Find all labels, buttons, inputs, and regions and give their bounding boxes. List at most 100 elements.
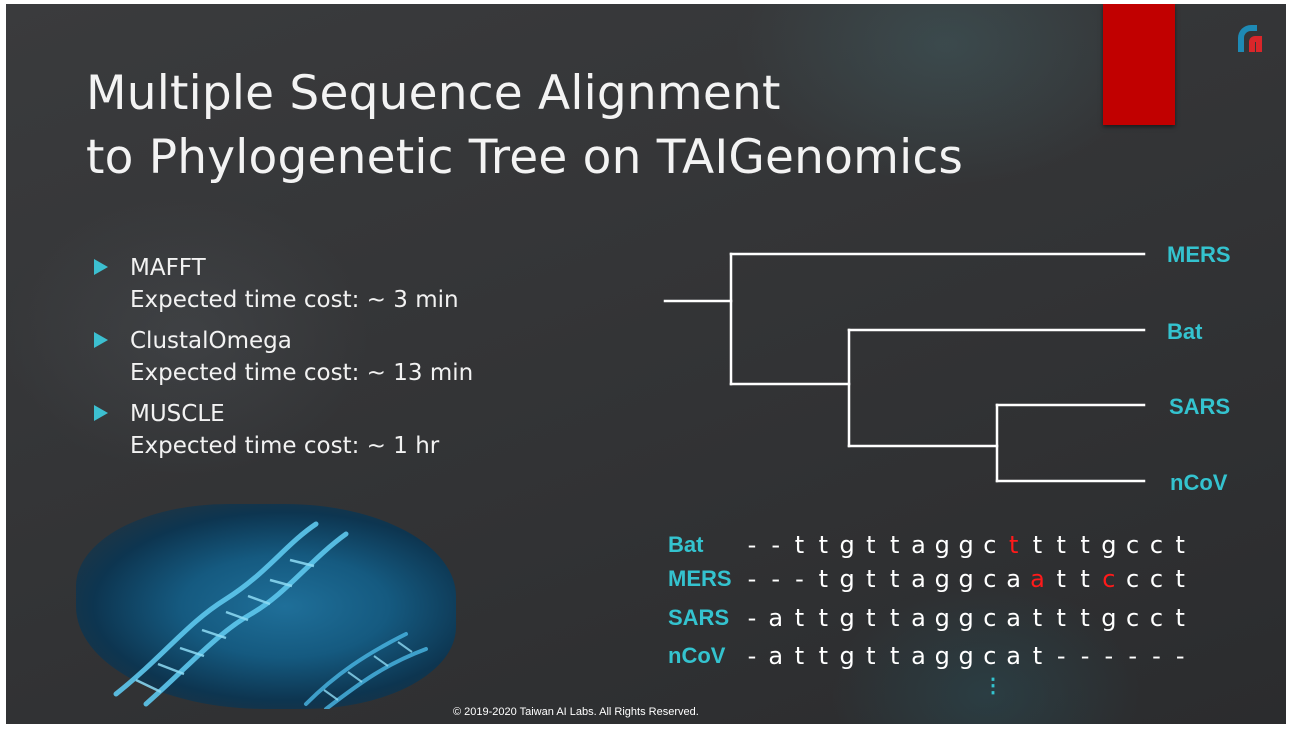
- tool-time: Expected time cost: ~ 1 hr: [130, 433, 440, 459]
- sequence-base: t: [1080, 604, 1090, 632]
- dna-image: [76, 504, 456, 711]
- red-tab-decoration: [1103, 4, 1175, 125]
- sequence-base: g: [934, 604, 950, 632]
- sequence-base: a: [768, 604, 784, 632]
- sequence-base: -: [1152, 642, 1161, 670]
- sequence-base: c: [983, 642, 997, 670]
- sequence-base: g: [839, 642, 855, 670]
- alignment-label: Bat: [668, 532, 704, 557]
- bullet-arrow-icon: [94, 405, 108, 421]
- mismatch-base: t: [1008, 531, 1019, 559]
- alignment-label: MERS: [668, 566, 732, 591]
- bullet-arrow-icon: [94, 259, 108, 275]
- sequence-base: -: [1128, 642, 1137, 670]
- sequence-base: -: [1056, 642, 1066, 670]
- sequence-base: c: [1126, 531, 1140, 559]
- sequence-base: g: [839, 604, 855, 632]
- sequence-base: -: [747, 642, 757, 670]
- bullet-arrow-icon: [94, 332, 108, 348]
- sequence-base: a: [911, 642, 926, 670]
- tree-leaf-mers: MERS: [1167, 242, 1231, 267]
- sequence-base: t: [1032, 604, 1043, 632]
- sequence-base: t: [889, 565, 900, 593]
- sequence-base: g: [934, 531, 950, 559]
- sequence-base: t: [1056, 604, 1066, 632]
- sequence-base: g: [839, 531, 855, 559]
- sequence-base: t: [866, 565, 876, 593]
- sequence-base: t: [1175, 604, 1185, 632]
- sequence-base: t: [1175, 565, 1185, 593]
- sequence-base: t: [889, 642, 900, 670]
- sequence-base: -: [747, 604, 757, 632]
- alignment-label: nCoV: [668, 643, 726, 668]
- sequence-base: g: [934, 642, 950, 670]
- sequence-base: g: [958, 642, 974, 670]
- alignment-label: SARS: [668, 605, 730, 630]
- sequence-base: c: [1149, 531, 1164, 559]
- sequence-base: c: [983, 565, 997, 593]
- tool-list: MAFFT Expected time cost: ~ 3 min Clusta…: [94, 252, 473, 471]
- tool-name: ClustalOmega: [130, 328, 292, 354]
- sequence-base: t: [1032, 642, 1043, 670]
- tool-name: MUSCLE: [130, 401, 225, 427]
- tool-time: Expected time cost: ~ 13 min: [130, 360, 474, 386]
- sequence-base: t: [818, 531, 828, 559]
- mismatch-base: c: [1102, 565, 1116, 593]
- sequence-base: t: [1056, 565, 1066, 593]
- title-line-2: to Phylogenetic Tree on TAIGenomics: [86, 130, 964, 185]
- sequence-base: g: [958, 565, 974, 593]
- sequence-base: -: [771, 531, 781, 559]
- dna-helix-graphic: [113, 521, 428, 711]
- sequence-base: a: [911, 604, 926, 632]
- tool-item-mafft: MAFFT Expected time cost: ~ 3 min: [94, 252, 473, 316]
- sequence-base: t: [1080, 531, 1090, 559]
- tree-leaf-ncov: nCoV: [1170, 470, 1228, 495]
- sequence-base: t: [794, 604, 805, 632]
- tool-item-muscle: MUSCLE Expected time cost: ~ 1 hr: [94, 398, 473, 462]
- sequence-base: -: [747, 565, 757, 593]
- sequence-base: t: [1056, 531, 1066, 559]
- sequence-base: t: [1080, 565, 1090, 593]
- copyright-footer: © 2019-2020 Taiwan AI Labs. All Rights R…: [453, 706, 699, 718]
- sequence-base: g: [1101, 604, 1117, 632]
- sequence-base: t: [889, 531, 900, 559]
- slide-title: Multiple Sequence Alignment to Phylogene…: [86, 62, 963, 190]
- sequence-base: g: [934, 565, 950, 593]
- sequence-base: g: [958, 531, 974, 559]
- sequence-base: a: [911, 565, 926, 593]
- tool-item-clustalomega: ClustalOmega Expected time cost: ~ 13 mi…: [94, 325, 473, 389]
- sequence-base: a: [1006, 642, 1022, 670]
- sequence-base: g: [839, 565, 855, 593]
- sequence-base: t: [818, 642, 828, 670]
- tool-name: MAFFT: [130, 255, 206, 281]
- sequence-base: t: [866, 642, 876, 670]
- phylogenetic-tree: [663, 252, 1146, 483]
- sequence-base: a: [1006, 565, 1022, 593]
- sequence-base: a: [911, 531, 926, 559]
- logo-icon: [1238, 25, 1262, 52]
- sequence-base: t: [1175, 531, 1185, 559]
- sequence-base: t: [818, 604, 828, 632]
- title-line-1: Multiple Sequence Alignment: [86, 66, 781, 121]
- sequence-base: t: [1032, 531, 1043, 559]
- sequence-base: c: [1126, 565, 1140, 593]
- sequence-base: -: [1175, 642, 1185, 670]
- tool-time: Expected time cost: ~ 3 min: [130, 287, 459, 313]
- sequence-base: t: [866, 604, 876, 632]
- sequence-base: g: [958, 604, 974, 632]
- sequence-base: t: [866, 531, 876, 559]
- more-rows-ellipsis: ⋮: [983, 675, 1003, 697]
- sequence-base: -: [1104, 642, 1114, 670]
- sequence-base: c: [1126, 604, 1140, 632]
- sequence-base: -: [747, 531, 757, 559]
- sequence-base: c: [983, 604, 997, 632]
- sequence-base: -: [795, 565, 804, 593]
- sequence-base: t: [794, 531, 805, 559]
- sequence-base: t: [794, 642, 805, 670]
